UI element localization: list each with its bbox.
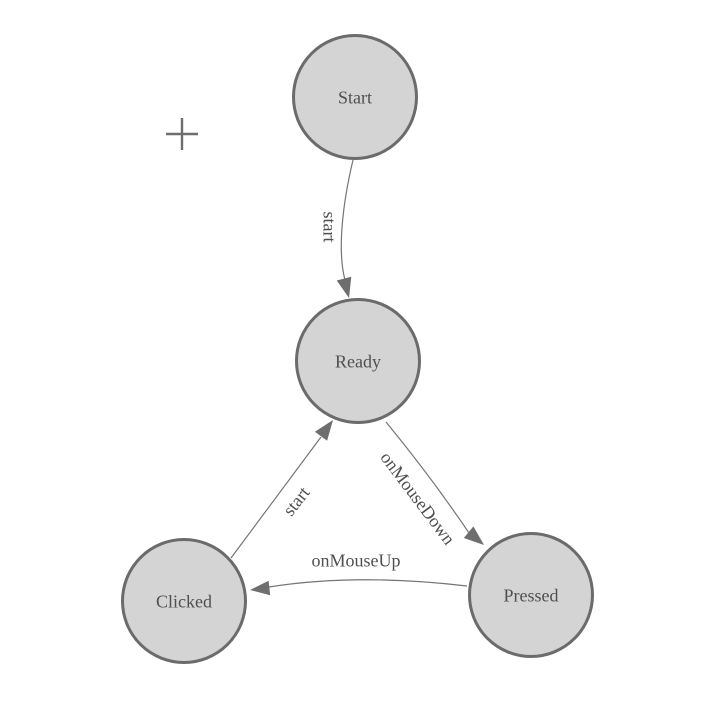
edge-start-to-ready-line[interactable] <box>340 159 354 281</box>
edge-pressed-to-clicked-line[interactable] <box>268 579 468 588</box>
node-start[interactable]: Start <box>292 34 418 160</box>
edge-label-ready-to-pressed[interactable]: onMouseDown <box>376 448 459 549</box>
edge-clicked-to-ready[interactable]: start <box>230 420 333 559</box>
node-ready[interactable]: Ready <box>295 298 421 424</box>
node-clicked-shape[interactable] <box>121 538 247 664</box>
node-ready-shape[interactable] <box>295 298 421 424</box>
edge-start-to-ready[interactable]: start <box>320 159 354 298</box>
node-clicked-label: Clicked <box>156 591 212 611</box>
arrowhead-icon <box>250 580 271 596</box>
node-ready-label: Ready <box>335 351 381 371</box>
node-clicked[interactable]: Clicked <box>121 538 247 664</box>
node-start-shape[interactable] <box>292 34 418 160</box>
crosshair-plus-icon <box>166 118 198 150</box>
edge-label-start-to-ready[interactable]: start <box>320 212 340 243</box>
edge-ready-to-pressed-line[interactable] <box>385 421 470 534</box>
edge-label-clicked-to-ready[interactable]: start <box>279 483 314 520</box>
arrowhead-icon <box>336 276 352 298</box>
edge-pressed-to-clicked[interactable]: onMouseUp <box>250 551 468 596</box>
edge-clicked-to-ready-line[interactable] <box>230 436 322 559</box>
node-pressed-shape[interactable] <box>468 532 594 658</box>
arrowhead-icon <box>314 420 333 441</box>
node-start-label: Start <box>338 87 372 107</box>
edge-ready-to-pressed[interactable]: onMouseDown <box>376 421 484 549</box>
edge-label-pressed-to-clicked[interactable]: onMouseUp <box>312 551 401 571</box>
node-pressed-label: Pressed <box>504 585 559 605</box>
arrowhead-icon <box>463 526 484 545</box>
node-pressed[interactable]: Pressed <box>468 532 594 658</box>
